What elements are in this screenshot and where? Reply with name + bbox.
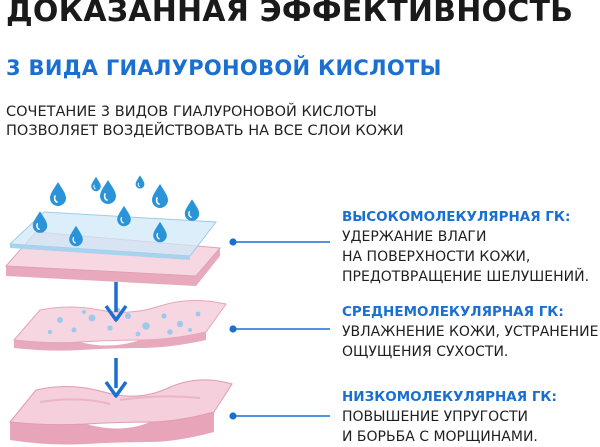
layer-text: ПОВЫШЕНИЕ УПРУГОСТИ И БОРЬБА С МОРЩИНАМИ… xyxy=(342,407,597,447)
water-drop-icon xyxy=(49,181,67,207)
water-drop-icon xyxy=(90,176,102,192)
layer-text-line: УВЛАЖНЕНИЕ КОЖИ, УСТРАНЕНИЕ xyxy=(342,324,599,340)
layer-text: УДЕРЖАНИЕ ВЛАГИ НА ПОВЕРХНОСТИ КОЖИ, ПРЕ… xyxy=(342,227,597,287)
layer-description-high: ВЫСОКОМОЛЕКУЛЯРНАЯ ГК: УДЕРЖАНИЕ ВЛАГИ Н… xyxy=(342,209,597,287)
layer-heading: НИЗКОМОЛЕКУЛЯРНАЯ ГК: xyxy=(342,389,557,405)
layer-text-line: И БОРЬБА С МОРЩИНАМИ. xyxy=(342,429,538,445)
intro-line: ПОЗВОЛЯЕТ ВОЗДЕЙСТВОВАТЬ НА ВСЕ СЛОИ КОЖ… xyxy=(6,123,404,139)
skin-layer-icon xyxy=(4,211,222,286)
connector-dot-icon xyxy=(229,412,237,420)
water-drop-icon xyxy=(99,179,117,205)
intro-line: СОЧЕТАНИЕ 3 ВИДОВ ГИАЛУРОНОВОЙ КИСЛОТЫ xyxy=(6,104,377,120)
connector-dot-icon xyxy=(229,238,237,246)
down-arrow-icon xyxy=(104,358,128,398)
page-subtitle: 3 ВИДА ГИАЛУРОНОВОЙ КИСЛОТЫ xyxy=(6,56,442,80)
skin-layer-icon xyxy=(9,379,233,445)
water-drop-icon xyxy=(116,205,132,227)
skin-layer-icon xyxy=(12,299,227,351)
layer-text-line: ОЩУЩЕНИЯ СУХОСТИ. xyxy=(342,344,509,360)
layer-text: УВЛАЖНЕНИЕ КОЖИ, УСТРАНЕНИЕ ОЩУЩЕНИЯ СУХ… xyxy=(342,322,599,362)
intro-text: СОЧЕТАНИЕ 3 ВИДОВ ГИАЛУРОНОВОЙ КИСЛОТЫ П… xyxy=(6,103,476,141)
layer-text-line: ПОВЫШЕНИЕ УПРУГОСТИ xyxy=(342,409,529,425)
page-title: ДОКАЗАННАЯ ЭФФЕКТИВНОСТЬ xyxy=(6,0,574,29)
water-drop-icon xyxy=(135,174,145,190)
water-drop-icon xyxy=(151,183,169,209)
water-drop-icon xyxy=(184,198,200,222)
connector-lines xyxy=(229,238,330,420)
layer-heading: СРЕДНЕМОЛЕКУЛЯРНАЯ ГК: xyxy=(342,304,564,320)
down-arrow-icons xyxy=(104,282,128,398)
skin-layers-illustration xyxy=(4,174,330,445)
layer-description-low: НИЗКОМОЛЕКУЛЯРНАЯ ГК: ПОВЫШЕНИЕ УПРУГОСТ… xyxy=(342,389,597,447)
layer-heading: ВЫСОКОМОЛЕКУЛЯРНАЯ ГК: xyxy=(342,209,571,225)
layer-text-line: НА ПОВЕРХНОСТИ КОЖИ, xyxy=(342,249,531,265)
layer-text-line: УДЕРЖАНИЕ ВЛАГИ xyxy=(342,229,487,245)
layer-description-medium: СРЕДНЕМОЛЕКУЛЯРНАЯ ГК: УВЛАЖНЕНИЕ КОЖИ, … xyxy=(342,304,599,362)
layer-text-line: ПРЕДОТВРАЩЕНИЕ ШЕЛУШЕНИЙ. xyxy=(342,269,590,285)
connector-dot-icon xyxy=(229,325,237,333)
down-arrow-icon xyxy=(104,282,128,322)
